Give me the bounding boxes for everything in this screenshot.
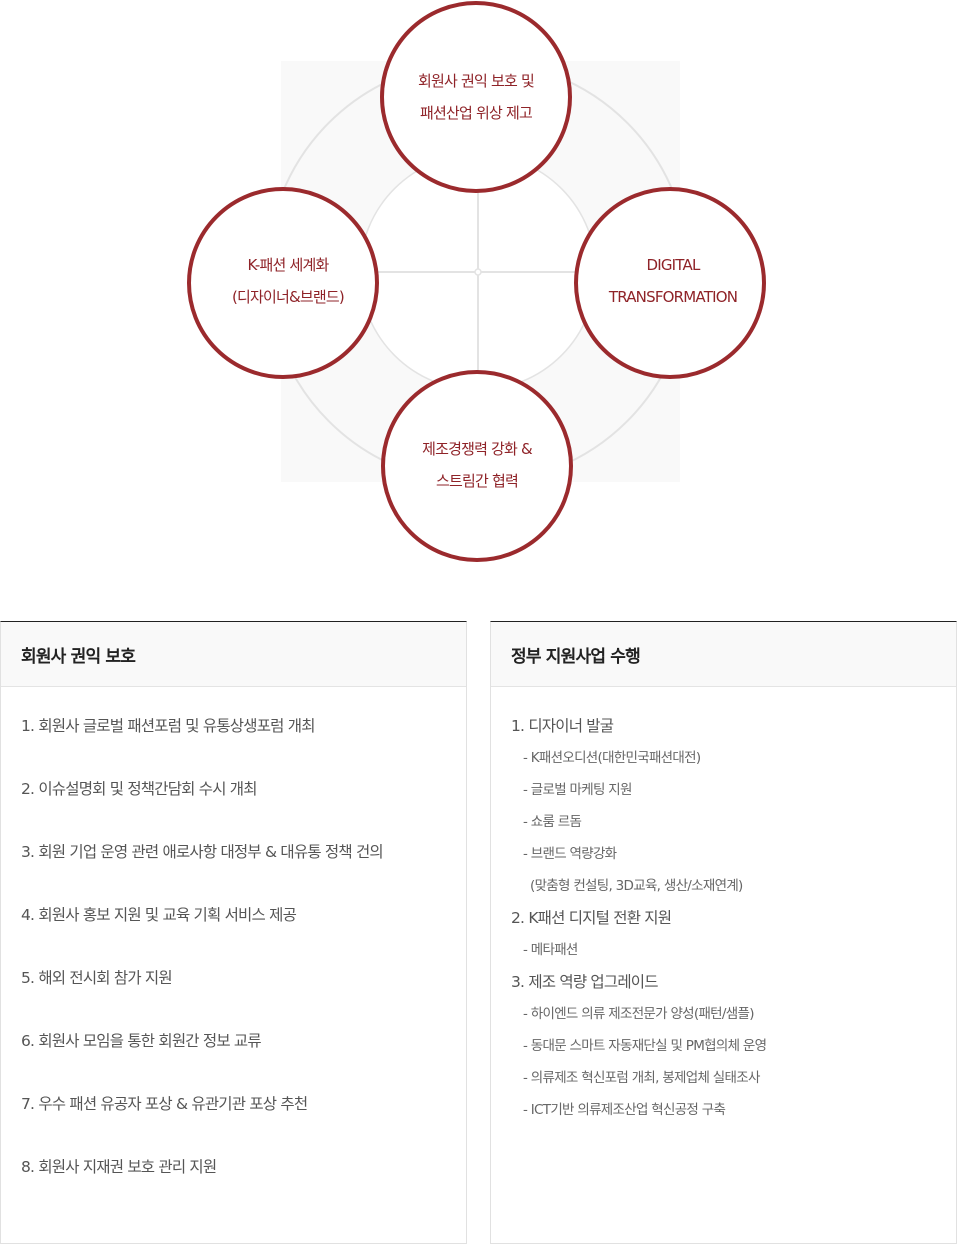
- center-dot: [474, 268, 482, 276]
- circle-top-shape: [380, 1, 572, 193]
- circle-label-line: 패션산업 위상 제고: [420, 104, 533, 122]
- circle-bottom-shape: [381, 370, 573, 562]
- circle-bottom-manufacturing: 제조경쟁력 강화 & 스트림간 협력: [382, 370, 572, 560]
- list-item: 3. 회원 기업 운영 관련 애로사항 대정부 & 대유통 정책 건의: [21, 843, 384, 861]
- circle-label-line: 회원사 권익 보호 및: [418, 72, 535, 90]
- group-title: 3. 제조 역량 업그레이드: [511, 973, 659, 991]
- circle-right-shape: [574, 187, 766, 379]
- sub-item: - 메타패션: [523, 942, 578, 958]
- panel-title: 회원사 권익 보호: [1, 622, 466, 687]
- circle-label-line: DIGITAL: [646, 256, 700, 274]
- sub-item: - 의류제조 혁신포럼 개최, 봉제업체 실태조사: [523, 1070, 760, 1086]
- circle-label-line: TRANSFORMATION: [608, 288, 738, 306]
- strategy-diagram: 회원사 권익 보호 및 패션산업 위상 제고 K-패션 세계화 (디자이너&브랜…: [0, 0, 957, 570]
- panel-title: 정부 지원사업 수행: [491, 622, 956, 687]
- panel-government-projects: 정부 지원사업 수행 1. 디자이너 발굴 - K패션오디션(대한민국패션대전)…: [490, 621, 957, 1244]
- list-item: 7. 우수 패션 유공자 포상 & 유관기관 포상 추천: [21, 1095, 308, 1113]
- list-item: 2. 이슈설명회 및 정책간담회 수시 개최: [21, 780, 258, 798]
- circle-left-k-fashion: K-패션 세계화 (디자이너&브랜드): [193, 186, 383, 376]
- panel-member-rights: 회원사 권익 보호 1. 회원사 글로벌 패션포럼 및 유통상생포럼 개최 2.…: [0, 621, 467, 1244]
- sub-item: - 하이엔드 의류 제조전문가 양성(패턴/샘플): [523, 1006, 754, 1022]
- circle-label-line: (디자이너&브랜드): [231, 288, 345, 306]
- sub-item: - ICT기반 의류제조산업 혁신공정 구축: [523, 1102, 726, 1118]
- sub-item: - 동대문 스마트 자동재단실 및 PM협의체 운영: [523, 1038, 767, 1054]
- sub-item: - K패션오디션(대한민국패션대전): [523, 750, 701, 766]
- list-item: 4. 회원사 홍보 지원 및 교육 기획 서비스 제공: [21, 906, 297, 924]
- circle-label-line: 제조경쟁력 강화 &: [422, 440, 533, 458]
- circle-top-member-rights: 회원사 권익 보호 및 패션산업 위상 제고: [381, 2, 571, 192]
- sub-item: - 글로벌 마케팅 지원: [523, 782, 632, 798]
- group-title: 2. K패션 디지털 전환 지원: [511, 909, 672, 927]
- sub-item: - 브랜드 역량강화: [523, 846, 617, 862]
- circle-label-line: K-패션 세계화: [247, 256, 329, 274]
- member-rights-list: 1. 회원사 글로벌 패션포럼 및 유통상생포럼 개최 2. 이슈설명회 및 정…: [1, 687, 466, 1217]
- circle-left-shape: [187, 187, 379, 379]
- sub-item: - 쇼룸 르돔: [523, 814, 582, 830]
- group-title: 1. 디자이너 발굴: [511, 717, 614, 735]
- circle-label-line: 스트림간 협력: [436, 472, 519, 490]
- sub-item-continuation: (맞춤형 컨설팅, 3D교육, 생산/소재연계): [530, 878, 743, 894]
- list-item: 8. 회원사 지재권 보호 관리 지원: [21, 1158, 217, 1176]
- list-item: 6. 회원사 모임을 통한 회원간 정보 교류: [21, 1032, 262, 1050]
- circle-right-digital-transformation: DIGITAL TRANSFORMATION: [578, 186, 768, 376]
- list-item: 1. 회원사 글로벌 패션포럼 및 유통상생포럼 개최: [21, 717, 316, 735]
- list-item: 5. 해외 전시회 참가 지원: [21, 969, 173, 987]
- diagram-background: [187, 1, 766, 562]
- government-projects-list: 1. 디자이너 발굴 - K패션오디션(대한민국패션대전) - 글로벌 마케팅 …: [491, 687, 956, 1123]
